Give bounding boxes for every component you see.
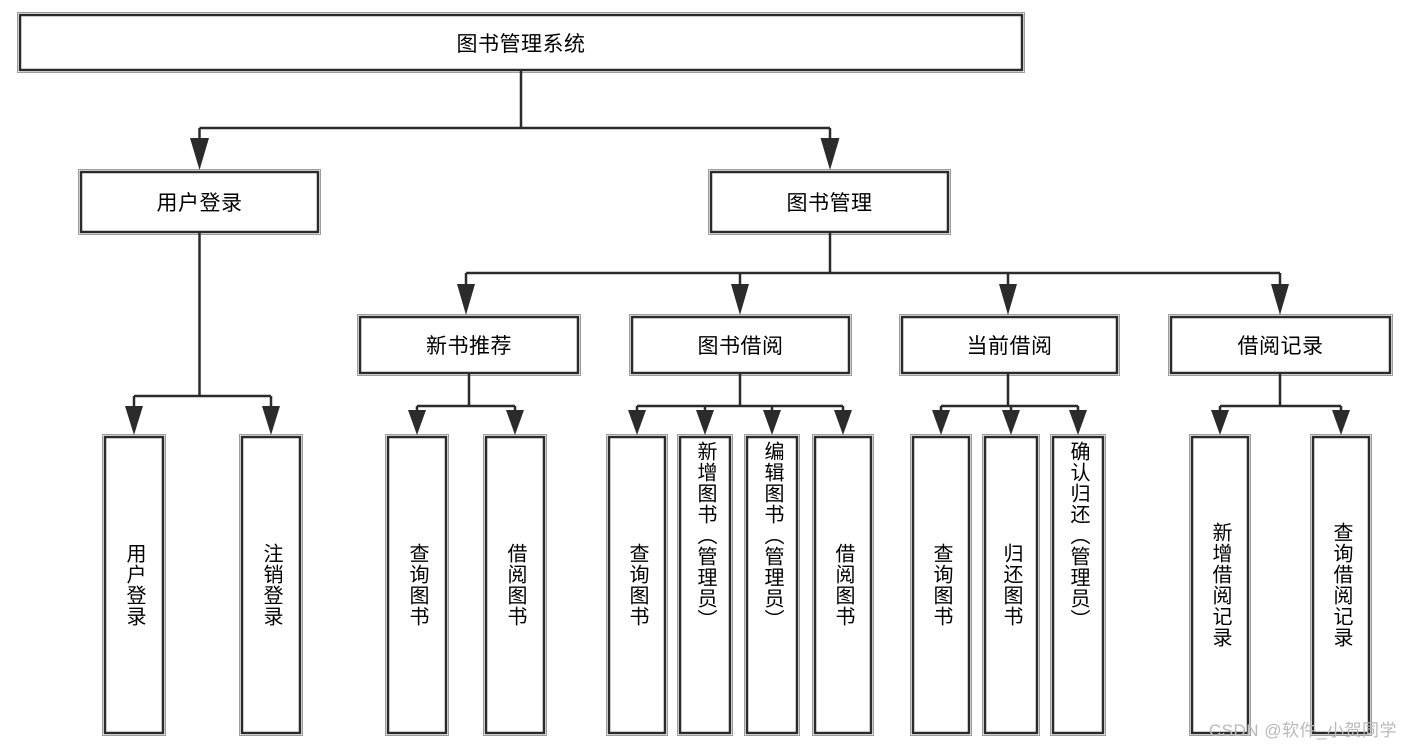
node-new-book-recommend-rect bbox=[358, 315, 580, 375]
leaf-query-borrow-record-rect bbox=[1311, 435, 1371, 735]
connector-book-borrow-to-leaves bbox=[628, 373, 852, 435]
arrow-head-icon bbox=[820, 138, 840, 170]
node-leaf-return-book[interactable] bbox=[982, 434, 1040, 736]
node-root[interactable] bbox=[17, 12, 1025, 73]
connector-book-management-to-level3 bbox=[457, 232, 1289, 315]
arrow-head-icon bbox=[1002, 410, 1020, 435]
arrow-head-icon bbox=[457, 284, 475, 315]
leaf-query-book-borrow-rect bbox=[607, 435, 667, 735]
connector-current-borrow-to-leaves bbox=[932, 373, 1087, 435]
node-leaf-borrow-book[interactable] bbox=[812, 434, 874, 736]
arrow-head-icon bbox=[506, 410, 524, 435]
arrow-head-icon bbox=[763, 410, 781, 435]
node-root-rect bbox=[18, 13, 1024, 72]
leaf-add-borrow-record-rect bbox=[1190, 435, 1250, 735]
leaf-query-book-current-rect bbox=[911, 435, 971, 735]
node-user-login-rect bbox=[79, 170, 320, 234]
node-current-borrow-shadow bbox=[899, 314, 1120, 376]
node-leaf-query-book-current[interactable] bbox=[910, 434, 972, 736]
node-leaf-logout[interactable] bbox=[239, 434, 303, 736]
leaf-add-book-rect bbox=[678, 435, 732, 735]
node-leaf-user-login[interactable] bbox=[102, 434, 166, 736]
node-book-management[interactable] bbox=[708, 169, 951, 235]
leaf-edit-book-rect bbox=[745, 435, 799, 735]
connector-new-book-recommend-to-leaves bbox=[408, 373, 524, 435]
leaf-borrow-book-rect bbox=[813, 435, 873, 735]
arrow-head-icon bbox=[731, 284, 749, 315]
node-user-login[interactable] bbox=[78, 169, 321, 235]
arrow-head-icon bbox=[1069, 410, 1087, 435]
arrow-head-icon bbox=[834, 410, 852, 435]
arrow-head-icon bbox=[696, 410, 714, 435]
node-current-borrow-rect bbox=[900, 315, 1119, 375]
arrow-head-icon bbox=[408, 410, 426, 435]
node-leaf-add-borrow-record[interactable] bbox=[1189, 434, 1251, 736]
arrow-head-icon bbox=[1271, 284, 1289, 315]
node-leaf-add-book[interactable] bbox=[677, 434, 733, 736]
node-leaf-borrow-book-recommend[interactable] bbox=[483, 434, 547, 736]
node-borrow-record-rect bbox=[1169, 315, 1392, 375]
leaf-return-book-rect bbox=[983, 435, 1039, 735]
leaf-user-login-rect bbox=[103, 435, 165, 735]
leaf-borrow-book-recommend-rect bbox=[484, 435, 546, 735]
arrow-head-icon bbox=[1211, 410, 1229, 435]
arrow-head-icon bbox=[125, 406, 143, 435]
leaf-query-book-recommend-rect bbox=[386, 435, 448, 735]
connector-borrow-record-to-leaves bbox=[1211, 373, 1350, 435]
node-leaf-query-book-borrow[interactable] bbox=[606, 434, 668, 736]
node-book-management-rect bbox=[709, 170, 950, 234]
connector-user-login-to-leaves bbox=[125, 232, 280, 435]
watermark: CSDN @软件_小贺同学 bbox=[1208, 721, 1397, 740]
node-borrow-record[interactable] bbox=[1168, 314, 1393, 376]
node-book-borrow-rect bbox=[630, 315, 851, 375]
node-leaf-confirm-return[interactable] bbox=[1050, 434, 1106, 736]
leaf-confirm-return-rect bbox=[1051, 435, 1105, 735]
node-leaf-edit-book[interactable] bbox=[744, 434, 800, 736]
node-leaf-query-borrow-record[interactable] bbox=[1310, 434, 1372, 736]
node-leaf-query-book-recommend[interactable] bbox=[385, 434, 449, 736]
node-current-borrow[interactable] bbox=[899, 314, 1120, 376]
connector-root-to-level2 bbox=[190, 70, 840, 170]
node-new-book-recommend[interactable] bbox=[357, 314, 581, 376]
leaf-logout-rect bbox=[240, 435, 302, 735]
arrow-head-icon bbox=[628, 410, 646, 435]
arrow-head-icon bbox=[190, 138, 209, 170]
arrow-head-icon bbox=[932, 410, 950, 435]
arrow-head-icon bbox=[262, 406, 280, 435]
node-book-borrow[interactable] bbox=[629, 314, 852, 376]
arrow-head-icon bbox=[1332, 410, 1350, 435]
arrow-head-icon bbox=[999, 284, 1017, 315]
